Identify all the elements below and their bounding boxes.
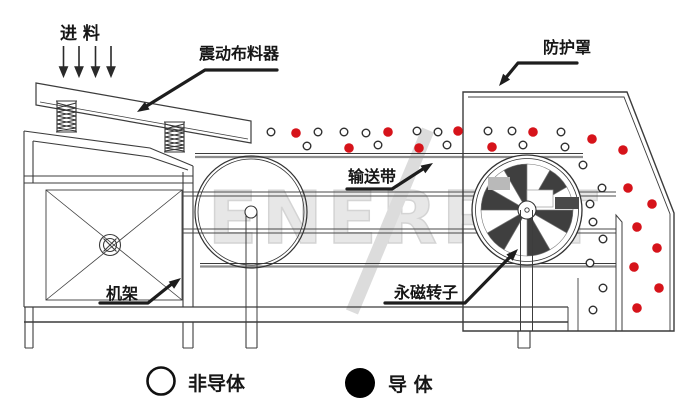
rotor-patch [488, 177, 510, 190]
feeder-leader [143, 68, 279, 109]
label-magnetic-rotor: 永磁转子 [393, 283, 458, 302]
particle [585, 199, 595, 209]
supports [245, 210, 533, 331]
machine-frame [23, 130, 194, 307]
particle [507, 126, 517, 136]
feeder-springs [56, 100, 185, 153]
hood-leader [502, 61, 579, 82]
particle [302, 141, 312, 151]
protective-hood [462, 91, 675, 332]
particle [442, 140, 452, 150]
particle [618, 145, 628, 155]
splitter-plate [615, 213, 623, 331]
leg [517, 331, 531, 349]
particle [373, 140, 383, 150]
particle [588, 305, 598, 315]
leg [24, 307, 34, 349]
particle [313, 127, 323, 137]
legend-nonconductor-icon [146, 366, 176, 396]
label-feed: 进 料 [60, 23, 100, 44]
particle [344, 143, 354, 153]
feed-arrows [58, 46, 116, 79]
label-frame: 机架 [106, 284, 138, 303]
tail-pulley [194, 155, 308, 269]
legend-conductor-icon [345, 368, 375, 398]
leg [182, 322, 194, 349]
particle [652, 243, 662, 253]
particle [556, 127, 566, 137]
particle [623, 183, 633, 193]
particle [487, 142, 497, 152]
particle [632, 222, 642, 232]
particle [339, 127, 349, 137]
particle [560, 142, 570, 152]
particle [588, 217, 598, 227]
leg [245, 322, 258, 349]
particle [598, 234, 608, 244]
particle [597, 183, 607, 193]
particle [587, 134, 597, 144]
rotor-patch [555, 197, 579, 209]
particle [578, 160, 588, 170]
particle [585, 258, 595, 268]
particle [453, 126, 463, 136]
belt-leader [345, 165, 428, 191]
label-vibrating-feeder: 震动布料器 [198, 44, 280, 63]
leader-arrows [98, 61, 579, 305]
particle [654, 283, 664, 293]
legend-nonconductor-label: 非导体 [188, 372, 246, 395]
rotor-hub [517, 200, 537, 220]
magnetic-rotor-drum [471, 154, 583, 266]
particle [361, 128, 371, 138]
label-conveyor-belt: 输送带 [348, 167, 396, 186]
legend-conductor-label: 导 体 [388, 373, 434, 396]
particles-nonconductors [266, 126, 608, 315]
spring-icon [164, 121, 185, 153]
particle [528, 127, 538, 137]
watermark-slash [346, 127, 434, 315]
particle [629, 262, 639, 272]
pulley-axle [244, 205, 258, 219]
particle [291, 128, 301, 138]
rotor-patch [526, 189, 554, 208]
particle [647, 199, 657, 209]
label-protective-cover: 防护罩 [543, 38, 591, 57]
particle [383, 127, 393, 137]
particle [518, 140, 528, 150]
particle [266, 127, 276, 137]
particle [433, 127, 443, 137]
diagram-labels: 进 料 震动布料器 防护罩 输送带 永磁转子 机架 [60, 23, 591, 303]
particle [598, 283, 608, 293]
particle [414, 143, 424, 153]
legend: 非导体 导 体 [146, 366, 434, 398]
particles-conductors [291, 126, 664, 313]
particle [412, 126, 422, 136]
rotor-leader [383, 255, 512, 305]
frame-leader [98, 281, 175, 305]
feeder-tray [35, 82, 252, 144]
center-mark-icon [98, 233, 122, 257]
spring-icon [56, 100, 77, 133]
particle [483, 126, 493, 136]
particle [632, 303, 642, 313]
